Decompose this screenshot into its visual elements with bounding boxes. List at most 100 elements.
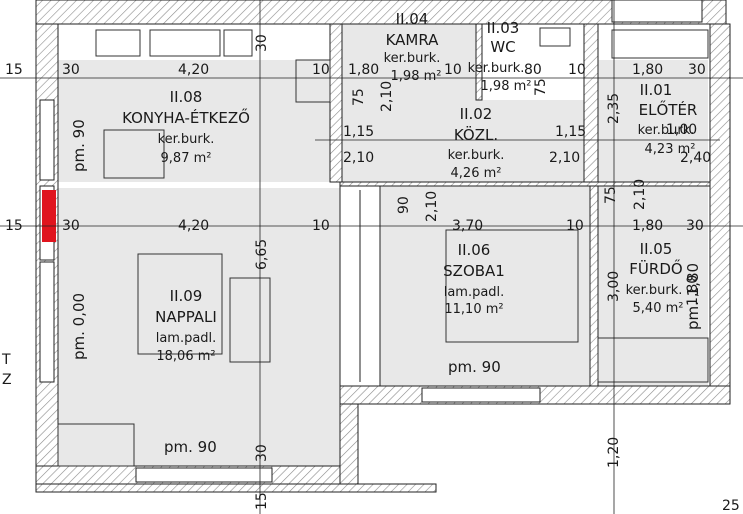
dim-label: 2,10 (343, 150, 374, 166)
floor-kitchen (58, 60, 340, 182)
room-entry: II.01 ELŐTÉR ker.burk. 4,23 m² (638, 81, 698, 157)
room-finish: ker.burk. (468, 61, 525, 76)
floor-entry (598, 60, 708, 182)
room-number: II.02 (460, 105, 493, 123)
room-wc: II.03 WC ker.burk. 1,98 m² (468, 19, 532, 94)
bathtub (597, 337, 709, 383)
room-area: 1,98 m² (391, 69, 442, 84)
dim-label: 2,10 (632, 179, 648, 210)
room-finish: lam.padl. (156, 331, 217, 346)
shower (611, 29, 709, 59)
dim-label: 30 (62, 218, 80, 234)
window-bottom-living (135, 467, 273, 483)
dim-label: 10 (568, 62, 586, 78)
room-finish: ker.burk. (448, 148, 505, 163)
bed (445, 229, 579, 343)
wall-bath-left (589, 185, 599, 387)
wall-wc-right (583, 23, 599, 183)
room-name: ELŐTÉR (639, 99, 698, 119)
floor-living (58, 188, 340, 466)
room-finish: ker.burk. (626, 283, 683, 298)
window-left-3 (39, 261, 55, 383)
dim-label: 75 (603, 186, 619, 204)
dim-label: 15 (5, 62, 23, 78)
dim-label: 2,10 (549, 150, 580, 166)
kitchen-sink (149, 29, 221, 57)
room-number: II.06 (458, 241, 491, 259)
room-area: 4,26 m² (451, 166, 502, 181)
room-name: KAMRA (386, 31, 440, 49)
window-left-1 (39, 99, 55, 181)
dim-label: 1,80 (632, 62, 663, 78)
room-bath: II.05 FÜRDŐ ker.burk. 5,40 m² (626, 240, 684, 316)
dim-label: 80 (524, 62, 542, 78)
room-number: II.05 (640, 240, 673, 258)
edge-letter: T (1, 352, 11, 368)
dim-label: 10 (444, 62, 462, 78)
room-area: 9,87 m² (161, 151, 212, 166)
room-number: II.04 (396, 10, 429, 28)
dim-label: 1,20 (606, 437, 622, 468)
floor-areas (58, 24, 708, 466)
red-marker (42, 190, 56, 242)
window-top-right (611, 0, 703, 23)
room-area: 5,40 m² (633, 301, 684, 316)
level-bath: pm. 1,80 (684, 263, 702, 330)
dim-label: 25 (722, 498, 740, 514)
tv-unit (229, 277, 271, 363)
dim-label: 30 (254, 34, 270, 52)
kitchen-hob (223, 29, 253, 57)
dim-label: 10 (312, 218, 330, 234)
dim-label: 30 (62, 62, 80, 78)
room-finish: lam.padl. (444, 285, 505, 300)
room-kitchen: II.08 KONYHA-ÉTKEZŐ ker.burk. 9,87 m² (122, 88, 250, 166)
dim-label: 1,00 (666, 122, 697, 138)
dim-label: 4,20 (178, 218, 209, 234)
edge-letter: Z (2, 372, 12, 388)
wall-pantry-wc (475, 23, 483, 101)
room-area: 1,98 m² (481, 79, 532, 94)
level-labels: pm. 90 pm. 0,00 pm. 90 pm. 1,80 pm. 90 (70, 119, 702, 456)
room-labels: II.04 KAMRA ker.burk. 1,98 m² II.03 WC k… (122, 10, 697, 364)
dim-label: 3,70 (452, 218, 483, 234)
floor-corridor (340, 100, 598, 182)
window-bottom-bedroom (421, 387, 541, 403)
room-living: II.09 NAPPALI lam.padl. 18,06 m² (155, 287, 217, 364)
dim-label: 3,00 (606, 271, 622, 302)
room-pantry: II.04 KAMRA ker.burk. 1,98 m² (384, 10, 442, 84)
wall-top (35, 0, 727, 25)
dim-label: 75 (351, 88, 367, 106)
dim-label: 1,80 (632, 218, 663, 234)
dim-label: 30 (254, 444, 270, 462)
level-bottom: pm. 90 (164, 438, 217, 456)
level-kitchen: pm. 90 (70, 119, 88, 172)
dim-label: 2,10 (424, 191, 440, 222)
room-name: NAPPALI (155, 308, 217, 326)
level-living: pm. 0,00 (70, 293, 88, 360)
dim-label: 90 (396, 196, 412, 214)
room-name: KÖZL. (454, 125, 498, 144)
dim-label: 1,80 (348, 62, 379, 78)
dim-label: 6,65 (254, 239, 270, 270)
floor-pantry (342, 24, 482, 100)
furniture (57, 27, 709, 467)
room-name: SZOBA1 (443, 262, 505, 280)
room-number: II.01 (640, 81, 673, 99)
kitchen-counter (95, 29, 141, 57)
coffee-table (57, 423, 135, 467)
room-area: 11,10 m² (444, 302, 503, 317)
level-bedroom: pm. 90 (448, 358, 501, 376)
dim-label: 30 (686, 218, 704, 234)
dim-label: 15 (254, 492, 270, 510)
dim-label: 30 (688, 62, 706, 78)
floor-bedroom (380, 186, 590, 386)
dim-label: 1,15 (555, 124, 586, 140)
dim-label: 2,40 (680, 150, 711, 166)
wc-bowl (539, 27, 571, 47)
room-bedroom: II.06 SZOBA1 lam.padl. 11,10 m² (443, 241, 505, 317)
wall-bottom-strip (35, 483, 437, 493)
dim-label: 2,35 (606, 93, 622, 124)
dim-label: 10 (312, 62, 330, 78)
